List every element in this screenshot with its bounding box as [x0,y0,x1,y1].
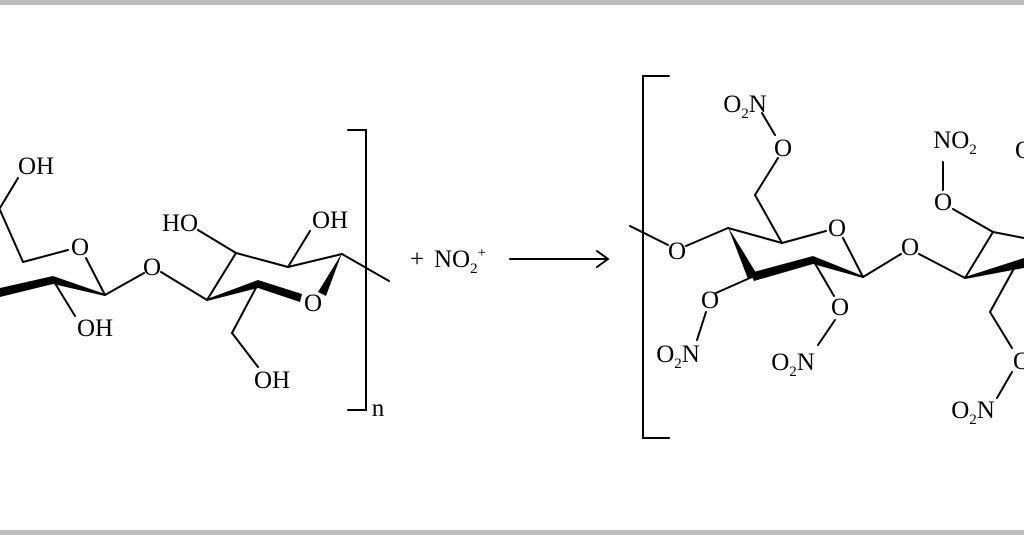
repeat-bracket [347,129,367,411]
o2n-label: O2N [951,397,995,428]
plus-sign: + [410,246,424,273]
reagent: + NO2+ [410,245,486,277]
ho-label: HO [162,210,198,237]
repeat-n-label: n [372,395,385,422]
ester-oxygen-label: O [701,287,719,314]
o2n-label: O2N [771,349,815,380]
ester-oxygen-label: O [831,294,849,321]
glycosidic-oxygen-label: O [901,234,919,261]
ester-oxygen-label-partial: O [1015,137,1024,164]
o2n-label: O2N [723,91,767,122]
ring-oxygen-label: O [304,290,322,317]
oh-label: OH [254,367,290,394]
ring-oxygen-label: O [828,215,846,242]
ester-oxygen-label: O [774,135,792,162]
nitrocellulose-structure: O2N O O O O O O2N O O2N NO2 O O O O2N [629,75,1024,439]
no2-label: NO2 [933,127,977,158]
oh-label: OH [312,207,348,234]
reaction-arrow [509,250,610,268]
cellulose-structure: OH O OH O HO OH O OH n [0,129,390,422]
oh-label: OH [77,315,113,342]
ring-oxygen-label: O [71,234,89,261]
glycosidic-oxygen-label: O [668,238,686,265]
o2n-label: O2N [656,341,700,372]
repeat-bracket [642,75,670,439]
bottom-border [0,530,1024,535]
oh-label: OH [18,153,54,180]
top-border [0,0,1024,5]
ester-oxygen-label: O [934,189,952,216]
ester-oxygen-label-partial: O [1013,348,1024,375]
nitronium-label: NO2+ [434,245,486,277]
glycosidic-oxygen-label: O [143,254,161,281]
